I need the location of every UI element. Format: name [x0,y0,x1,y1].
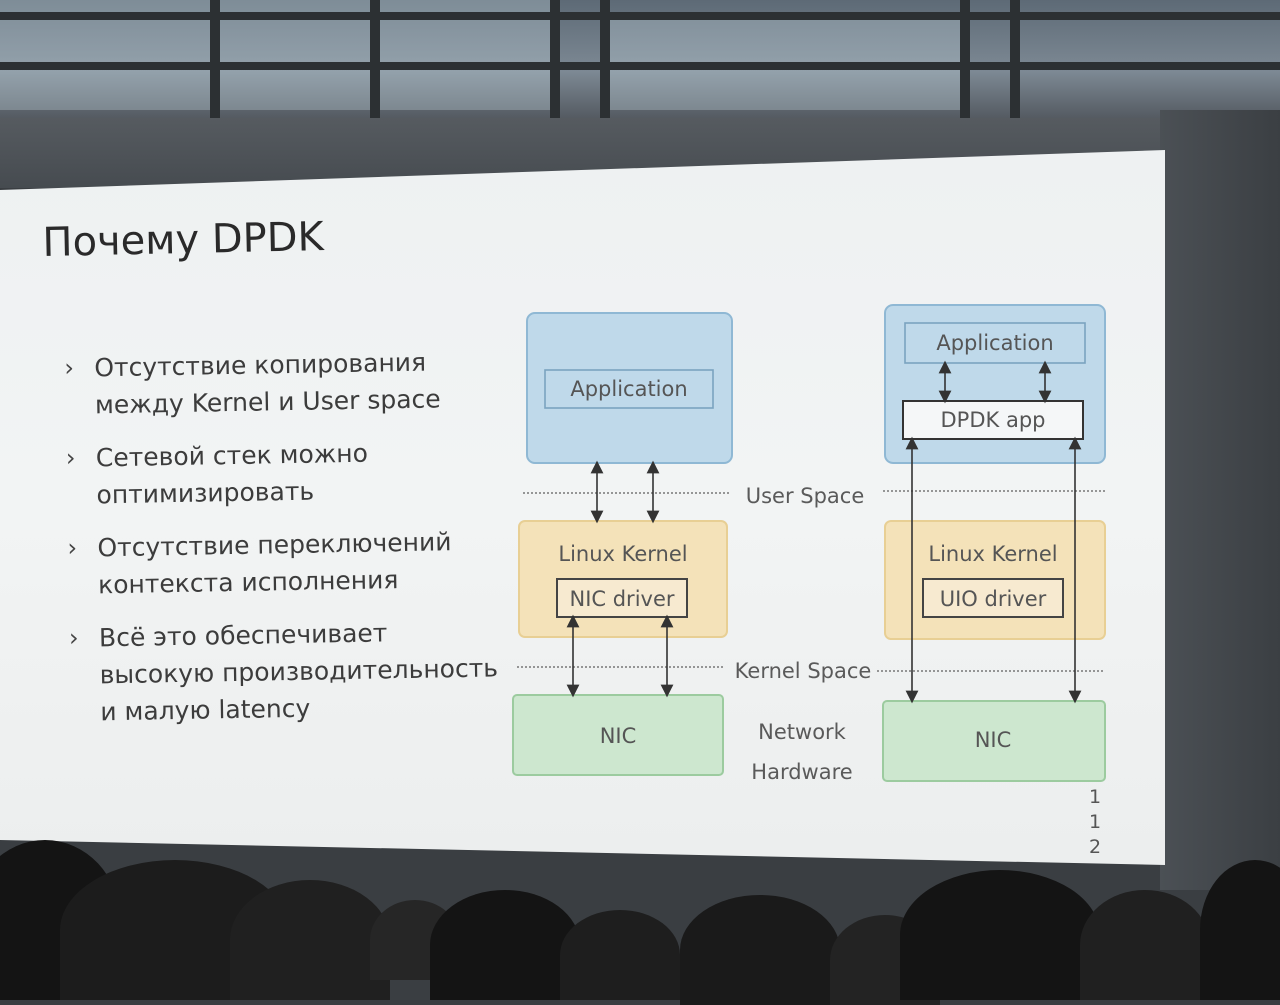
layer-label-kernel-space: Kernel Space [735,659,872,683]
left-driver-label: NIC driver [569,587,674,611]
bullet-text: Отсутствие переключений контекста исполн… [97,527,452,600]
bullet-item: › Отсутствие копирования между Kernel и … [60,342,501,424]
background-windows [0,0,1280,130]
side-wall [1160,110,1280,890]
left-nic-label: NIC [600,724,637,748]
page-number-digit: 2 [1088,836,1102,858]
right-nic-label: NIC [975,728,1012,752]
bullet-text: Всё это обеспечивает высокую производите… [98,618,499,727]
architecture-diagram: User Space Kernel Space Network Hardware… [512,304,1106,784]
page-number-digit: 1 [1088,811,1102,833]
right-dpdk-app-box [902,400,1084,440]
right-driver-label: UIO driver [940,587,1047,611]
slide-title: Почему DPDK [42,214,325,266]
layer-label-user-space: User Space [746,484,865,508]
page-number-digit: 1 [1088,786,1102,808]
chevron-right-icon: › [65,443,76,472]
layer-label-hardware: Hardware [751,760,852,784]
left-nic-box [512,694,724,776]
bullet-list: › Отсутствие копирования между Kernel и … [60,342,507,747]
bullet-text: Отсутствие копирования между Kernel и Us… [94,347,441,420]
bullet-item: › Всё это обеспечивает высокую производи… [65,612,507,731]
bullet-text: Сетевой стек можно оптимизировать [95,438,369,510]
slide-page-number: 1 1 2 [1085,785,1105,860]
chevron-right-icon: › [67,533,78,562]
left-driver-box [556,578,688,618]
right-kernel-label: Linux Kernel [928,542,1057,566]
right-application-box [904,322,1086,364]
layer-label-network: Network [758,720,847,744]
chevron-right-icon: › [68,623,79,652]
right-nic-box [882,700,1106,782]
bullet-item: › Отсутствие переключений контекста испо… [63,522,504,604]
left-application-label: Application [570,377,687,401]
audience-silhouettes [0,820,1280,1005]
left-kernel-label: Linux Kernel [558,542,687,566]
chevron-right-icon: › [64,353,75,382]
bullet-item: › Сетевой стек можно оптимизировать [62,432,503,514]
right-application-label: Application [936,331,1053,355]
right-dpdk-app-label: DPDK app [941,408,1046,432]
right-driver-box [922,578,1064,618]
left-application-box [544,369,714,409]
